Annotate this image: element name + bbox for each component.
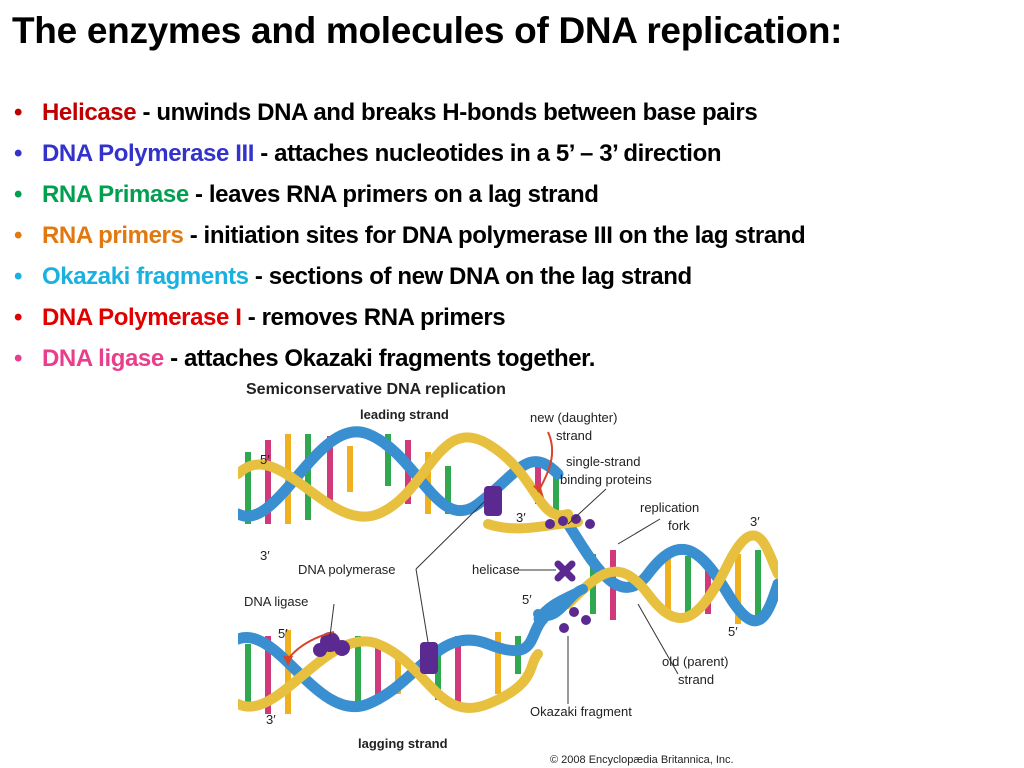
leader-lines bbox=[330, 489, 678, 704]
term-helicase: Helicase bbox=[42, 99, 136, 126]
list-item: •DNA Polymerase I - removes RNA primers bbox=[14, 297, 805, 338]
bullet-dot: • bbox=[14, 133, 42, 174]
new-daughter-label-2: strand bbox=[556, 428, 592, 443]
okazaki-label: Okazaki fragment bbox=[530, 704, 632, 719]
description: - attaches Okazaki fragments together. bbox=[164, 345, 595, 372]
three-prime-label: 3′ bbox=[750, 514, 760, 529]
term-okazaki-fragments: Okazaki fragments bbox=[42, 263, 249, 290]
term-rna-primase: RNA Primase bbox=[42, 181, 189, 208]
description: - unwinds DNA and breaks H-bonds between… bbox=[136, 99, 757, 126]
five-prime-label: 5′ bbox=[728, 624, 738, 639]
leading-strand-label: leading strand bbox=[360, 407, 449, 422]
old-parent-label-1: old (parent) bbox=[662, 654, 728, 669]
three-prime-label: 3′ bbox=[516, 510, 526, 525]
helicase-label: helicase bbox=[472, 562, 520, 577]
dna-replication-diagram: Semiconservative DNA replication bbox=[238, 374, 778, 768]
bullet-dot: • bbox=[14, 174, 42, 215]
five-prime-label: 5′ bbox=[260, 452, 270, 467]
list-item: •DNA ligase - attaches Okazaki fragments… bbox=[14, 338, 805, 379]
ssb-label-1: single-strand bbox=[566, 454, 640, 469]
bullet-dot: • bbox=[14, 215, 42, 256]
description: - leaves RNA primers on a lag strand bbox=[189, 181, 599, 208]
term-rna-primers: RNA primers bbox=[42, 222, 183, 249]
bullet-dot: • bbox=[14, 297, 42, 338]
figure-title: Semiconservative DNA replication bbox=[246, 381, 506, 398]
slide-title: The enzymes and molecules of DNA replica… bbox=[12, 10, 842, 52]
replication-fork-label-1: replication bbox=[640, 500, 699, 515]
list-item: •RNA Primase - leaves RNA primers on a l… bbox=[14, 174, 805, 215]
list-item: •Okazaki fragments - sections of new DNA… bbox=[14, 256, 805, 297]
list-item: •DNA Polymerase III - attaches nucleotid… bbox=[14, 133, 805, 174]
ssb-label-2: binding proteins bbox=[560, 472, 652, 487]
five-prime-label: 5′ bbox=[278, 626, 288, 641]
polymerase-lagging-shape bbox=[420, 642, 438, 674]
dna-polymerase-label: DNA polymerase bbox=[298, 562, 396, 577]
old-parent-label-2: strand bbox=[678, 672, 714, 687]
description: - initiation sites for DNA polymerase II… bbox=[183, 222, 805, 249]
parent-helix bbox=[488, 522, 778, 624]
bullet-dot: • bbox=[14, 92, 42, 133]
term-dna-ligase: DNA ligase bbox=[42, 345, 164, 372]
description: - sections of new DNA on the lag strand bbox=[249, 263, 692, 290]
three-prime-label: 3′ bbox=[260, 548, 270, 563]
copyright: © 2008 Encyclopædia Britannica, Inc. bbox=[550, 754, 734, 766]
new-daughter-label-1: new (daughter) bbox=[530, 410, 617, 425]
lagging-strand-label: lagging strand bbox=[358, 736, 448, 751]
replication-fork-label-2: fork bbox=[668, 518, 690, 533]
bullet-dot: • bbox=[14, 256, 42, 297]
list-item: •RNA primers - initiation sites for DNA … bbox=[14, 215, 805, 256]
enzyme-list: •Helicase - unwinds DNA and breaks H-bon… bbox=[14, 92, 805, 379]
polymerase-leading-shape bbox=[484, 486, 502, 516]
description: - removes RNA primers bbox=[241, 304, 505, 331]
helicase-shape bbox=[558, 564, 572, 578]
list-item: •Helicase - unwinds DNA and breaks H-bon… bbox=[14, 92, 805, 133]
dna-ligase-label: DNA ligase bbox=[244, 594, 308, 609]
three-prime-label: 3′ bbox=[266, 712, 276, 727]
term-dna-polymerase-iii: DNA Polymerase III bbox=[42, 140, 254, 167]
bullet-dot: • bbox=[14, 338, 42, 379]
five-prime-label: 5′ bbox=[522, 592, 532, 607]
description: - attaches nucleotides in a 5’ – 3’ dire… bbox=[254, 140, 721, 167]
term-dna-polymerase-i: DNA Polymerase I bbox=[42, 304, 241, 331]
